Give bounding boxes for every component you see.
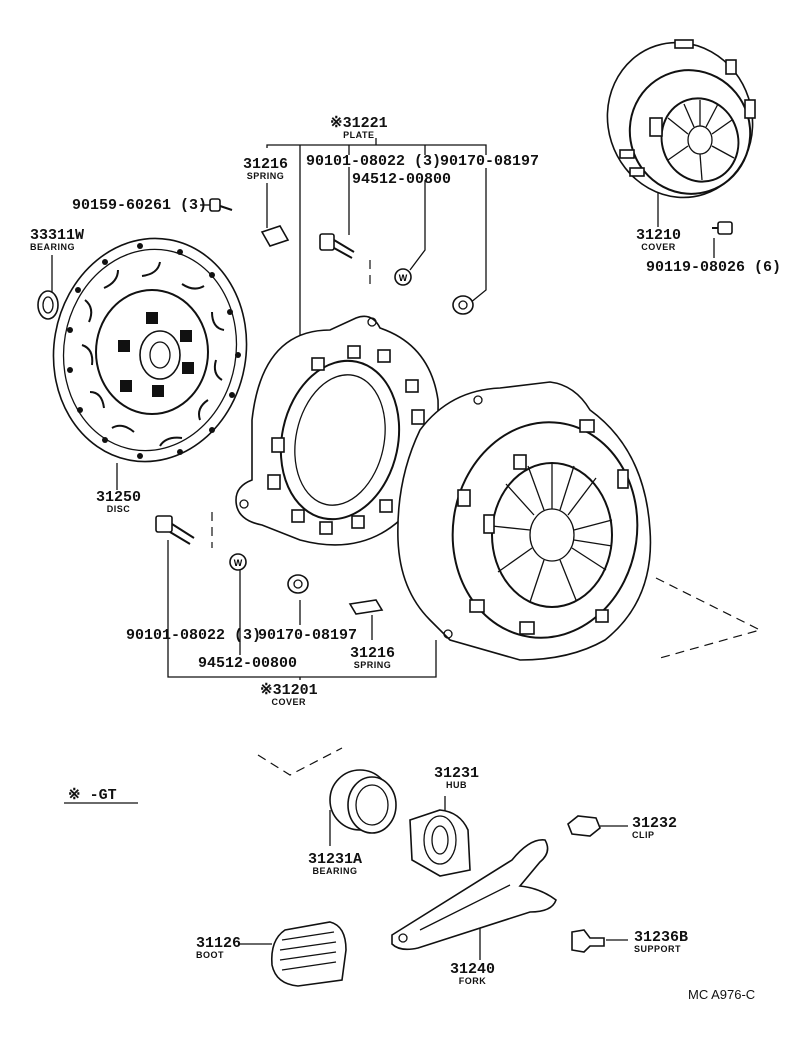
label-31240: 31240 FORK xyxy=(450,962,495,986)
pilot-bearing-illustration xyxy=(37,290,59,320)
part-number: 31216 xyxy=(243,156,289,173)
clip-31232-illustration xyxy=(567,815,601,837)
part-number: ※31221 xyxy=(330,115,388,132)
part-number: 31216 xyxy=(350,645,396,662)
label-90170-bottom: 90170-08197 xyxy=(258,627,358,644)
nut-90170-top-illustration xyxy=(452,295,474,315)
pressure-plate-illustration xyxy=(235,315,439,546)
spring-31216-top-illustration xyxy=(260,225,290,247)
release-hub-illustration xyxy=(409,809,471,877)
part-name: BEARING xyxy=(30,242,76,252)
label-33311w: 33311W BEARING xyxy=(30,228,84,252)
part-name: COVER xyxy=(271,697,307,707)
washer-94512-bottom-illustration: W xyxy=(229,553,247,571)
label-31232: 31232 CLIP xyxy=(632,816,677,840)
label-90159: 90159-60261 (3) xyxy=(72,197,208,214)
washer-94512-top-illustration: W xyxy=(394,268,412,286)
label-31250: 31250 DISC xyxy=(96,490,141,514)
nut-90170-bottom-illustration xyxy=(287,574,309,594)
part-name: SPRING xyxy=(246,171,285,181)
release-fork-illustration xyxy=(391,839,557,951)
part-number: 31231 xyxy=(434,765,480,782)
label-31231: 31231 HUB xyxy=(434,766,479,790)
label-31210: 31210 COVER xyxy=(636,228,681,252)
part-number: 31236B xyxy=(634,929,689,946)
part-name: FORK xyxy=(458,976,487,986)
part-name: DISC xyxy=(106,504,131,514)
part-number: 31250 xyxy=(96,489,142,506)
boot-31126-illustration xyxy=(270,921,347,987)
label-31231a: 31231A BEARING xyxy=(308,852,362,876)
bolt-90119-illustration xyxy=(712,221,733,235)
center-lines xyxy=(211,260,762,776)
svg-text:W: W xyxy=(234,558,243,568)
leader-lines xyxy=(51,138,715,960)
part-number: ※31201 xyxy=(260,682,318,699)
part-number: 31231A xyxy=(308,851,363,868)
part-name: SUPPORT xyxy=(634,944,682,954)
part-name: PLATE xyxy=(343,130,375,140)
part-name: BOOT xyxy=(196,950,224,960)
clutch-disc-illustration xyxy=(52,237,248,463)
label-90170-top: 90170-08197 xyxy=(440,153,540,170)
label-94512-bottom: 94512-00800 xyxy=(198,655,298,672)
part-name: COVER xyxy=(641,242,676,252)
spring-31216-bottom-illustration xyxy=(348,599,384,615)
part-name: CLIP xyxy=(632,830,655,840)
clutch-cover-31210-illustration xyxy=(606,39,756,199)
bolt-90101-bottom-illustration xyxy=(155,515,195,545)
part-name: BEARING xyxy=(312,866,358,876)
part-name: HUB xyxy=(446,780,467,790)
svg-text:W: W xyxy=(399,273,408,283)
part-number: 33311W xyxy=(30,227,85,244)
clutch-cover-31201-illustration xyxy=(397,381,652,661)
part-number: 31126 xyxy=(196,935,242,952)
label-31236b: 31236B SUPPORT xyxy=(634,930,688,954)
label-90101-top: 90101-08022 (3) xyxy=(306,153,442,170)
release-bearing-illustration xyxy=(329,769,397,834)
reference-code: MC A976-C xyxy=(688,987,756,1002)
part-number: 31210 xyxy=(636,227,682,244)
bolt-90159-illustration xyxy=(209,198,233,212)
label-90101-bottom: 90101-08022 (3) xyxy=(126,627,262,644)
label-31216-bottom: 31216 SPRING xyxy=(350,646,395,670)
part-name: SPRING xyxy=(353,660,392,670)
legend-gt: ※ -GT xyxy=(68,787,117,804)
part-number: 31240 xyxy=(450,961,496,978)
support-31236b-illustration xyxy=(571,929,605,953)
label-31126: 31126 BOOT xyxy=(196,936,241,960)
label-90119: 90119-08026 (6) xyxy=(646,259,782,276)
part-number: 31232 xyxy=(632,815,678,832)
label-31201: ※31201 COVER xyxy=(260,683,318,707)
label-94512-top: 94512-00800 xyxy=(352,171,452,188)
bolt-90101-top-illustration xyxy=(319,233,355,259)
label-31216-top: 31216 SPRING xyxy=(243,157,288,181)
label-31221: ※31221 PLATE xyxy=(330,116,388,140)
